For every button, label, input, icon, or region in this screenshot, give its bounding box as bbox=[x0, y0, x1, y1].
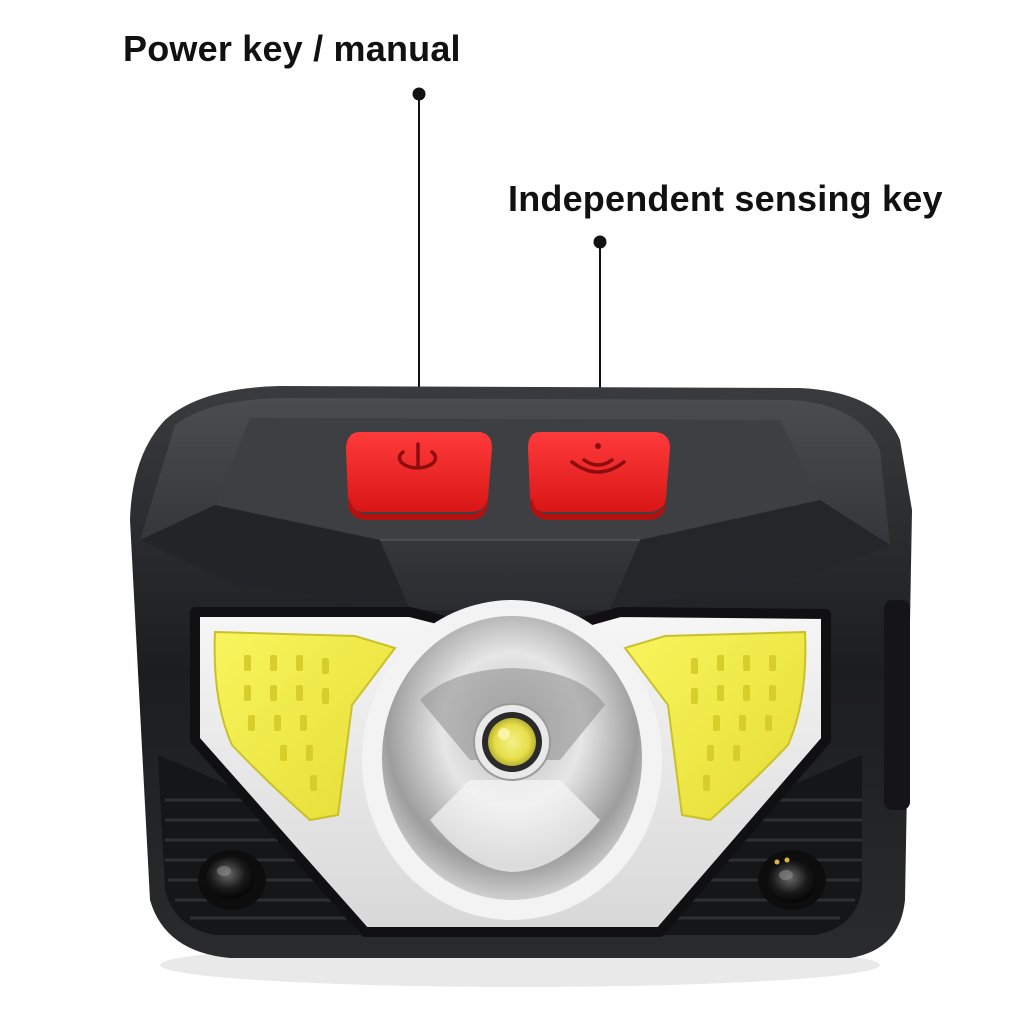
power-key-label: Power key / manual bbox=[123, 28, 461, 69]
left-ir-sensor bbox=[198, 850, 266, 910]
top-facet-right bbox=[610, 500, 890, 610]
sensing-button[interactable] bbox=[528, 432, 670, 520]
leader-power bbox=[412, 87, 426, 395]
left-cob-led bbox=[213, 630, 397, 822]
sensor-wave-icon bbox=[570, 443, 626, 474]
right-cob-led bbox=[623, 630, 807, 822]
center-led bbox=[473, 703, 551, 781]
sensing-key-label: Independent sensing key bbox=[508, 178, 943, 219]
power-button[interactable] bbox=[346, 432, 492, 520]
sensing-button-edge bbox=[530, 498, 666, 520]
power-button-edge bbox=[348, 498, 488, 520]
right-ir-sensor bbox=[758, 850, 826, 910]
leader-sensing bbox=[593, 235, 607, 395]
power-icon bbox=[397, 442, 438, 470]
strap-clip bbox=[884, 600, 910, 810]
top-facet-left bbox=[140, 505, 410, 610]
power-button-cap bbox=[346, 432, 492, 512]
